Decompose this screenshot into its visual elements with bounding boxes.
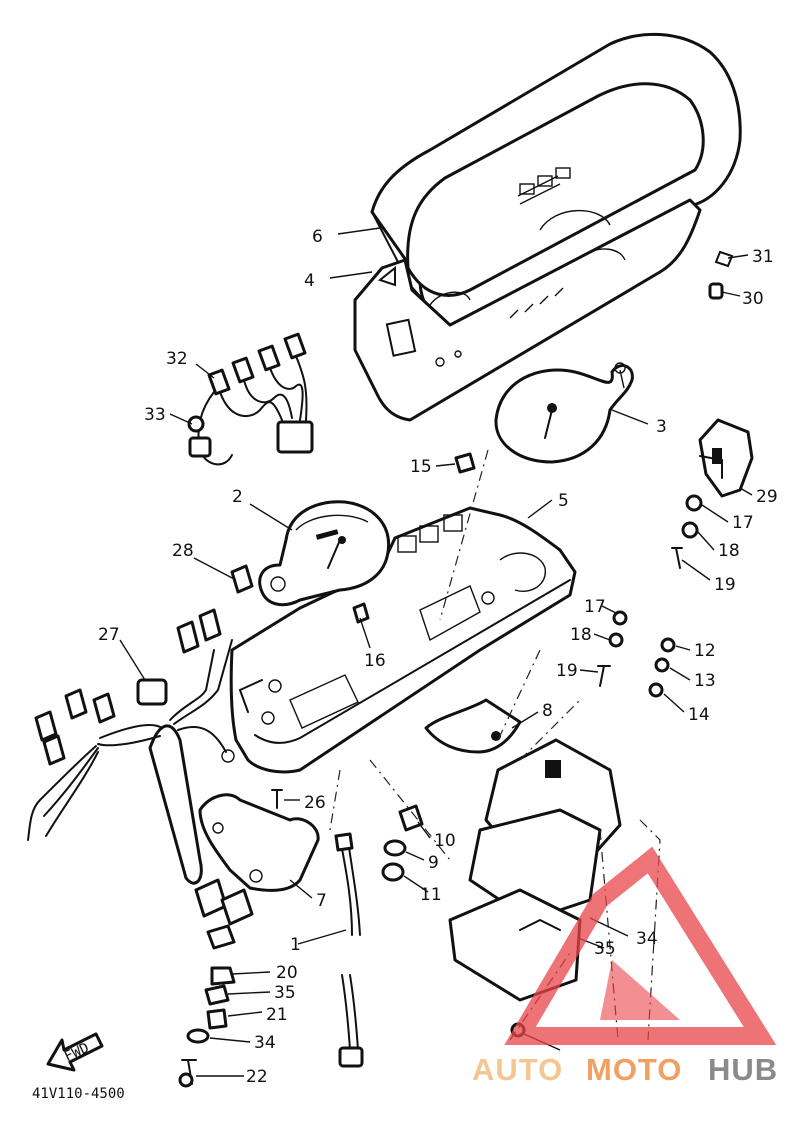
callout-18b: 18 [570,625,592,645]
leader-lines [119,227,753,1077]
callout-10: 10 [434,831,456,851]
callout-1: 1 [290,935,301,955]
callout-32: 21 [266,1005,288,1025]
watermark-text-moto: MOTO [586,1052,682,1087]
callout-5: 5 [558,491,569,511]
callout-11: 11 [420,885,442,905]
speedometer-cable-part [334,832,364,1068]
callout-labels: 6 4 31 30 3 32 33 15 5 2 29 17 18 19 28 … [98,227,778,1087]
callout-28: 34 [636,929,658,949]
hardware-parts [178,250,734,1088]
callout-26: 32 [166,349,188,369]
callout-18a: 18 [718,541,740,561]
callout-2: 2 [232,487,243,507]
callout-23: 29 [756,487,778,507]
callout-19a: 19 [714,575,736,595]
callout-13: 13 [694,671,716,691]
watermark-triangle [504,846,777,1045]
callout-20: 26 [304,793,326,813]
drawing-code: 41V110-4500 [32,1086,125,1102]
callout-6: 6 [312,227,323,247]
meter-housing-part [353,167,702,422]
tachometer-part [494,362,634,464]
callout-4: 4 [304,271,315,291]
callout-33: 22 [246,1067,268,1087]
watermark-logo: AUTO MOTO HUB [472,846,778,1087]
callout-24: 30 [742,289,764,309]
callout-16: 16 [364,651,386,671]
callout-22: 28 [172,541,194,561]
callout-19b: 19 [556,661,578,681]
callout-25: 31 [752,247,774,267]
forward-arrow: FWD [46,1032,104,1072]
alignment-lines [329,449,661,1041]
callout-17b: 17 [584,597,606,617]
callout-31: 20 [276,963,298,983]
watermark-text-hub: HUB [708,1052,778,1087]
harness-part-21 [27,564,254,950]
watermark-text-auto: AUTO [472,1052,563,1087]
bracket-part-7 [198,793,320,892]
callout-7: 7 [316,891,327,911]
callout-15: 15 [410,457,432,477]
speedometer-part [258,500,391,607]
callout-17a: 17 [732,513,754,533]
meter-case-part [229,506,577,774]
callout-12: 12 [694,641,716,661]
callout-34: 34 [254,1033,276,1053]
harness-part-26 [187,332,314,466]
lower-bracket-assembly [448,738,622,1038]
callout-9: 9 [428,853,439,873]
callout-3: 3 [656,417,667,437]
callout-8: 8 [542,701,553,721]
bracket-part-8 [424,698,522,754]
callout-29: 35 [594,939,616,959]
callout-27: 33 [144,405,166,425]
callout-35: 35 [274,983,296,1003]
switch-unit-part [698,418,754,498]
callout-14: 14 [688,705,710,725]
callout-21: 27 [98,625,120,645]
